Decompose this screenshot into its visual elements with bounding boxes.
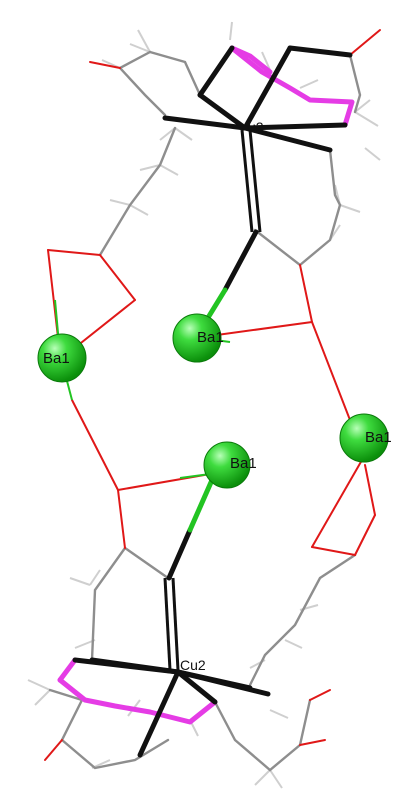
top-complex <box>47 21 381 421</box>
top-carbon-bonds <box>98 46 362 267</box>
label-ba-center-top: Ba1 <box>197 329 224 346</box>
top-copper-bonds <box>162 45 353 153</box>
bottom-c-ba-bond <box>166 477 215 581</box>
barium-atom-left <box>37 333 87 383</box>
label-ba-center-bottom: Ba1 <box>230 455 257 472</box>
barium-atom-center-top <box>172 313 222 363</box>
top-oxygen-bonds <box>47 29 381 421</box>
atom-labels: Ba1 Ba1 Ba1 Ba1 u2 Cu2 <box>43 119 392 673</box>
bottom-copper-bonds <box>72 657 271 758</box>
barium-atoms <box>37 313 389 489</box>
bottom-carbon-bonds <box>48 546 357 772</box>
bottom-complex <box>27 399 376 789</box>
label-cu-top: u2 <box>248 119 264 135</box>
label-ba-right: Ba1 <box>365 429 392 446</box>
bottom-nitrogen-bonds <box>57 657 218 725</box>
label-cu-bottom: Cu2 <box>180 657 206 673</box>
barium-atom-right <box>339 413 389 463</box>
bottom-oxygen-bonds <box>44 399 376 761</box>
top-cu-c-double-bond <box>240 129 262 233</box>
label-ba-left: Ba1 <box>43 350 70 367</box>
barium-atom-center-bottom <box>203 441 251 489</box>
top-nitrogen-bonds <box>229 45 355 128</box>
bottom-cu-c-double-bond <box>163 577 180 671</box>
